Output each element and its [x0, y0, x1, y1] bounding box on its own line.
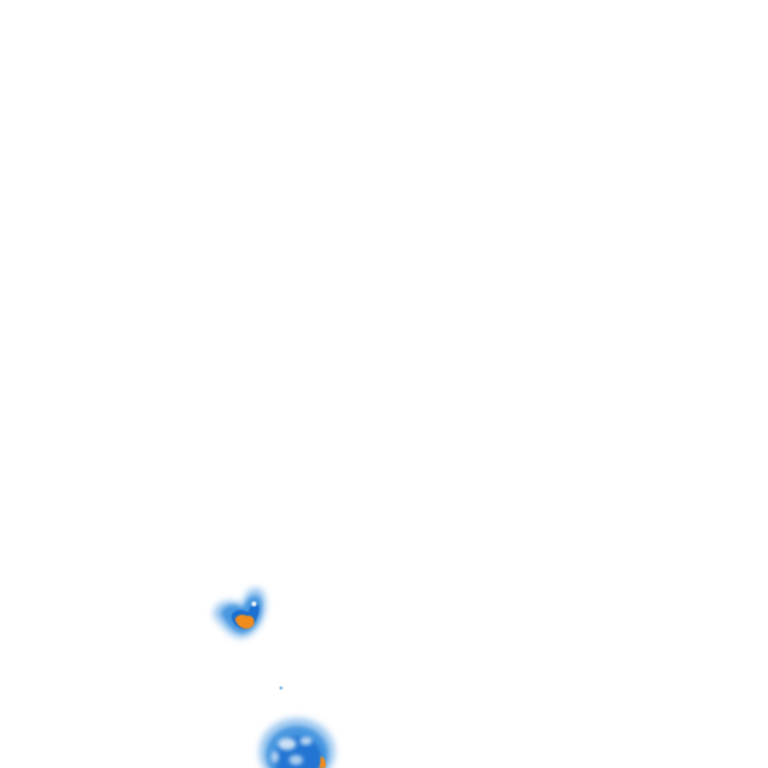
heart-blob-highlight [251, 601, 257, 607]
heart-blob-orange-spot [235, 614, 255, 629]
speck [279, 686, 283, 690]
round-blob [259, 718, 335, 768]
round-blob-highlight-4 [271, 751, 279, 763]
round-blob-highlight-2 [300, 737, 312, 745]
round-blob-highlight-3 [289, 755, 303, 765]
round-blob-highlight-1 [278, 738, 296, 750]
round-blob-orange-crescent [319, 756, 326, 768]
heart-shaped-blob [213, 587, 266, 639]
